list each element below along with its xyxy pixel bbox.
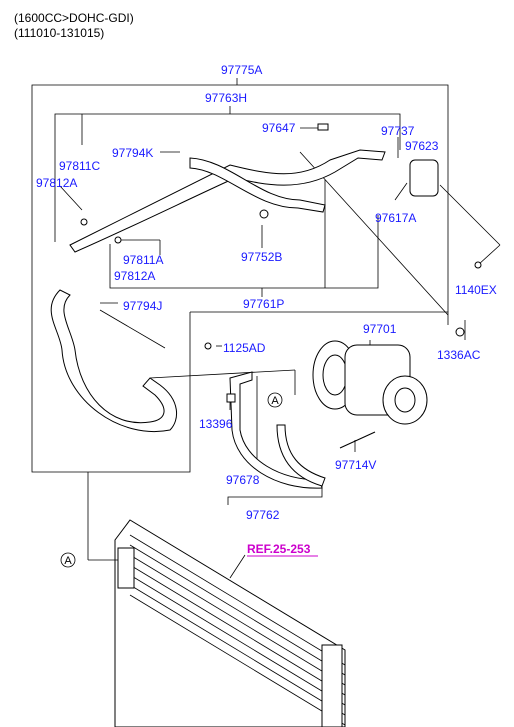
bolt-1140ex (474, 261, 482, 269)
engine-spec-text: (1600CC>DOHC-GDI) (14, 11, 134, 25)
label-97762: 97762 (246, 508, 280, 522)
leader-1336ac-b (299, 151, 449, 316)
bolt-97714v (339, 431, 376, 449)
bolt-97647 (317, 123, 329, 131)
label-97678: 97678 (226, 473, 260, 487)
callout-a-upper (267, 392, 283, 408)
hose-bracket-97763h (54, 113, 401, 242)
callout-a-upper-text: A (271, 395, 279, 407)
date-range-text: (111010-131015) (14, 26, 105, 40)
leader-1140ex (439, 184, 501, 246)
nut-97811a (114, 236, 122, 244)
upper-hose-2 (189, 157, 326, 213)
lower-left-hose (50, 289, 178, 432)
hose-bracket-97762 (190, 311, 449, 325)
leader-97762 (227, 485, 323, 505)
label-97714v: 97714V (335, 458, 376, 472)
label-97761p: 97761P (243, 297, 284, 311)
condenser (114, 519, 346, 727)
label-97623: 97623 (405, 139, 439, 153)
label-97701: 97701 (363, 322, 397, 336)
pressure-switch (259, 209, 269, 219)
label-97647: 97647 (262, 121, 296, 135)
receiver-drier (409, 159, 439, 197)
label-97812a-lower: 97812A (114, 269, 155, 283)
leader-97701-b (149, 369, 296, 379)
upper-hose (69, 149, 386, 253)
label-97794k: 97794K (112, 146, 153, 160)
label-1140ex: 1140EX (455, 283, 497, 297)
label-97811a: 97811A (123, 253, 163, 267)
label-13396: 13396 (199, 417, 233, 431)
leader-ref (229, 554, 246, 579)
bolt-1125ad (204, 342, 212, 350)
leader-1140ex-b (477, 244, 501, 266)
leader-97812a (59, 185, 83, 211)
label-97811c: 97811C (59, 159, 100, 173)
nut-1336ac (455, 327, 465, 337)
label-97812a-upper: 97812A (36, 176, 77, 190)
label-1336ac: 1336AC (437, 348, 481, 362)
callout-a-lower-text: A (64, 555, 72, 567)
label-97775a: 97775A (221, 63, 262, 77)
callout-a-lower (60, 552, 76, 568)
label-97737: 97737 (381, 124, 415, 138)
hose-bracket-97761p (109, 215, 379, 289)
label-97794j: 97794J (123, 299, 162, 313)
compressor (312, 340, 428, 425)
leader-97794j-b (99, 309, 166, 349)
label-1125ad: 1125AD (223, 341, 266, 355)
ref-link[interactable]: REF.25-253 (247, 542, 311, 556)
nut-97812a (80, 218, 88, 226)
oring-13396 (226, 393, 236, 403)
label-97617a: 97617A (375, 211, 416, 225)
label-97763h: 97763H (205, 91, 247, 105)
compressor-hose-2 (276, 424, 326, 487)
label-97752b: 97752B (241, 250, 282, 264)
leader-97617a (394, 182, 408, 201)
assembly-frame (31, 84, 449, 473)
